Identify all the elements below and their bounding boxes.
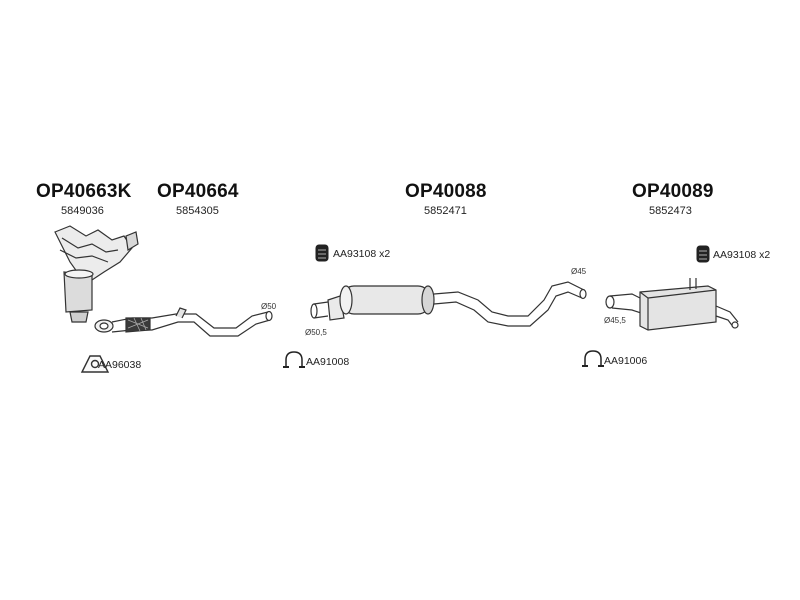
clamp-ring-icon-mid — [283, 351, 305, 368]
part-code-rear-silencer: OP40089 — [632, 181, 714, 202]
diameter-mid-outlet: Ø45 — [571, 267, 587, 276]
diameter-front-pipe: Ø50 — [261, 302, 277, 311]
front-pipe-drawing — [94, 307, 273, 337]
part-code-front-pipe: OP40664 — [157, 181, 239, 202]
clamp-icon-rear — [696, 245, 710, 263]
rear-silencer-drawing — [605, 278, 739, 331]
diameter-mid-inlet: Ø50,5 — [305, 328, 327, 337]
gasket-icon — [80, 355, 110, 373]
gasket-label: AA96038 — [98, 359, 142, 371]
middle-silencer-drawing — [310, 281, 587, 327]
clamp-ring-label-rear: AA91006 — [604, 355, 648, 367]
oem-number-front-pipe: 5854305 — [176, 205, 219, 217]
clamp-label-mid: AA93108 x2 — [333, 248, 391, 260]
clamp-label-rear: AA93108 x2 — [713, 249, 771, 261]
clamp-ring-icon-rear — [582, 350, 604, 367]
oem-number-manifold: 5849036 — [61, 205, 104, 217]
clamp-icon-mid — [315, 244, 329, 262]
part-code-manifold: OP40663K — [36, 181, 132, 202]
clamp-ring-label-mid: AA91008 — [306, 356, 350, 368]
part-code-middle-silencer: OP40088 — [405, 181, 487, 202]
oem-number-rear-silencer: 5852473 — [649, 205, 692, 217]
oem-number-middle-silencer: 5852471 — [424, 205, 467, 217]
manifold-catalyst-drawing — [54, 225, 139, 323]
diameter-rear-inlet: Ø45,5 — [604, 316, 626, 325]
